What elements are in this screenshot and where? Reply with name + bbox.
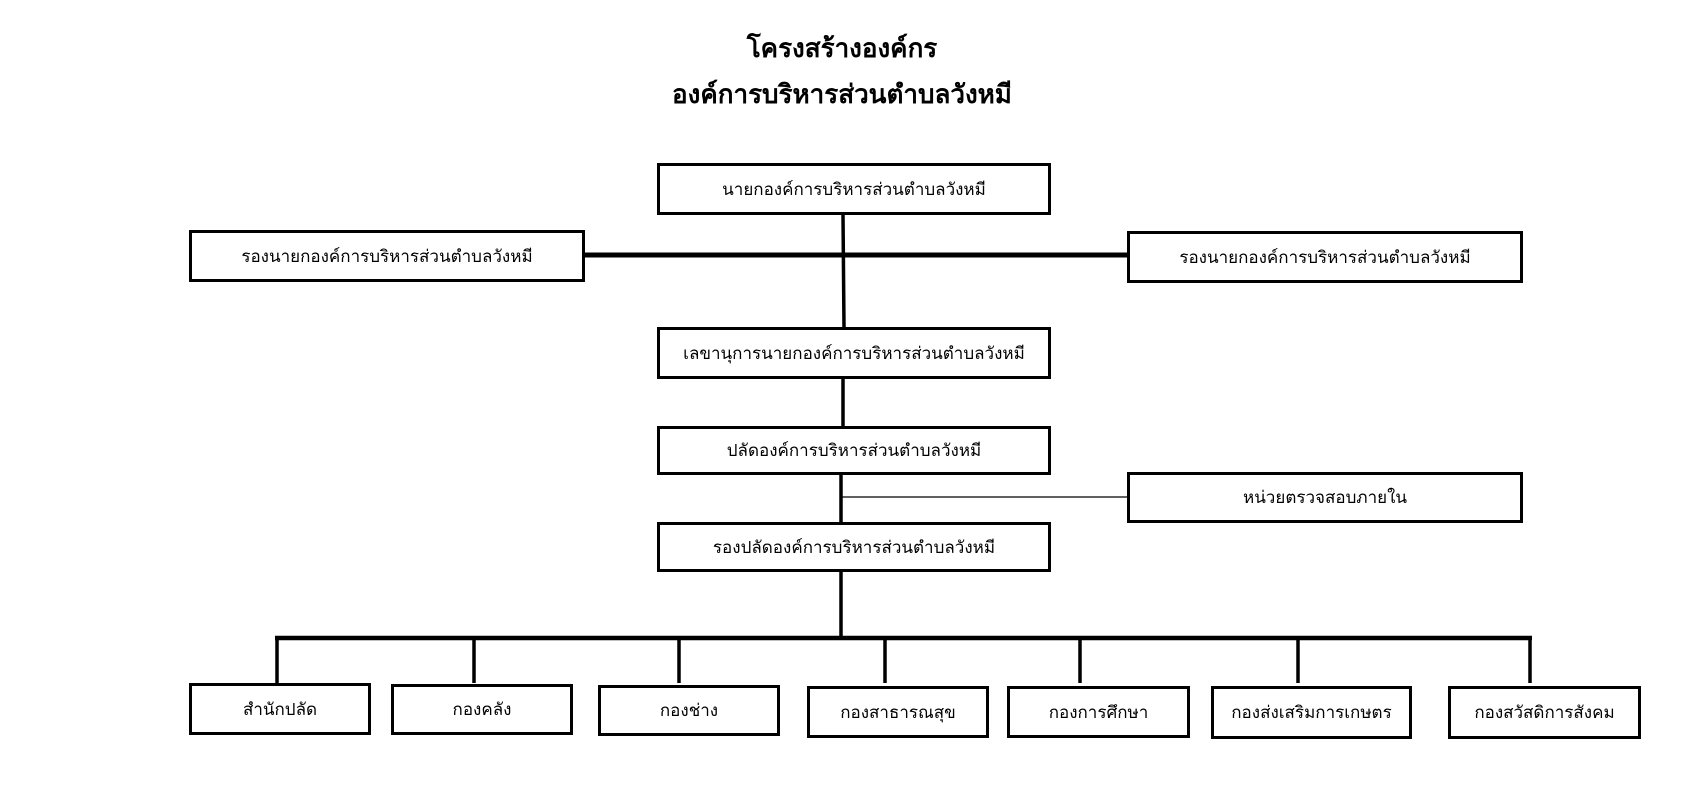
deputy-chief-administrator-box: รองปลัดองค์การบริหารส่วนตำบลวังหมี: [657, 522, 1051, 572]
division-box: กองการศึกษา: [1007, 686, 1190, 738]
internal-audit-box: หน่วยตรวจสอบภายใน: [1127, 472, 1523, 523]
division-box: กองส่งเสริมการเกษตร: [1211, 686, 1412, 739]
mayor-box: นายกองค์การบริหารส่วนตำบลวังหมี: [657, 163, 1051, 215]
mayor-secretary-box: เลขานุการนายกองค์การบริหารส่วนตำบลวังหมี: [657, 327, 1051, 379]
deputy-mayor-left-box: รองนายกองค์การบริหารส่วนตำบลวังหมี: [189, 230, 585, 282]
division-box: กองคลัง: [391, 684, 573, 735]
chart-title: โครงสร้างองค์กร: [746, 34, 938, 64]
chief-administrator-box: ปลัดองค์การบริหารส่วนตำบลวังหมี: [657, 426, 1051, 475]
organization-name: องค์การบริหารส่วนตำบลวังหมี: [672, 80, 1012, 110]
deputy-mayor-right-box: รองนายกองค์การบริหารส่วนตำบลวังหมี: [1127, 231, 1523, 283]
connector-mayor-secretary: [841, 214, 846, 328]
division-box: กองช่าง: [598, 685, 780, 736]
division-box: สำนักปลัด: [189, 683, 371, 735]
division-box: กองสาธารณสุข: [807, 686, 989, 738]
division-box: กองสวัสดิการสังคม: [1448, 686, 1641, 739]
